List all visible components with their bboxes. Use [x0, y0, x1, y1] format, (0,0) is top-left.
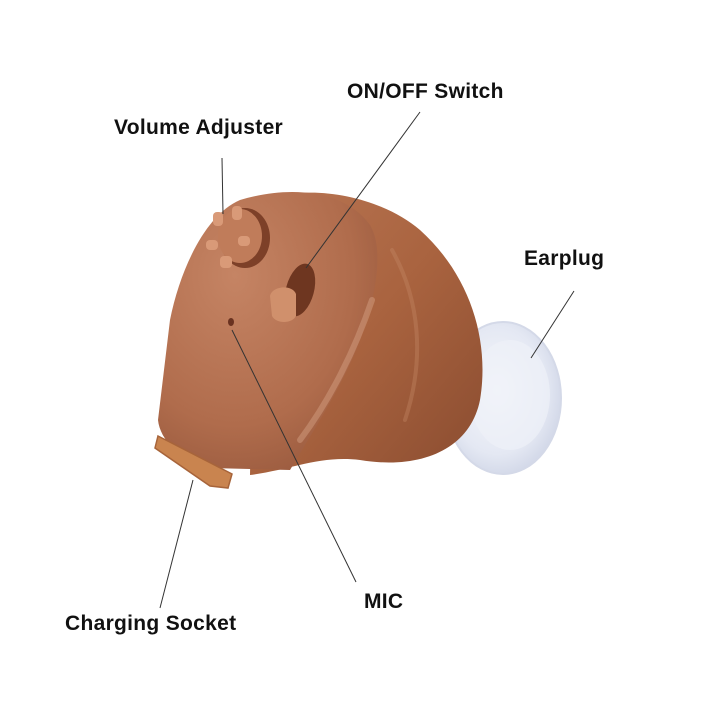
device-body-face — [158, 192, 378, 470]
volume-knob — [206, 206, 270, 268]
label-volume-adjuster: Volume Adjuster — [114, 116, 284, 139]
mic-hole — [228, 318, 234, 326]
label-earplug: Earplug — [524, 247, 605, 270]
label-charging-socket: Charging Socket — [65, 612, 237, 635]
label-mic: MIC — [364, 590, 404, 613]
label-on-off-switch: ON/OFF Switch — [347, 80, 504, 103]
leader-lines — [159, 111, 575, 609]
charging-socket-cover — [154, 434, 233, 489]
on-off-slider — [270, 263, 316, 322]
